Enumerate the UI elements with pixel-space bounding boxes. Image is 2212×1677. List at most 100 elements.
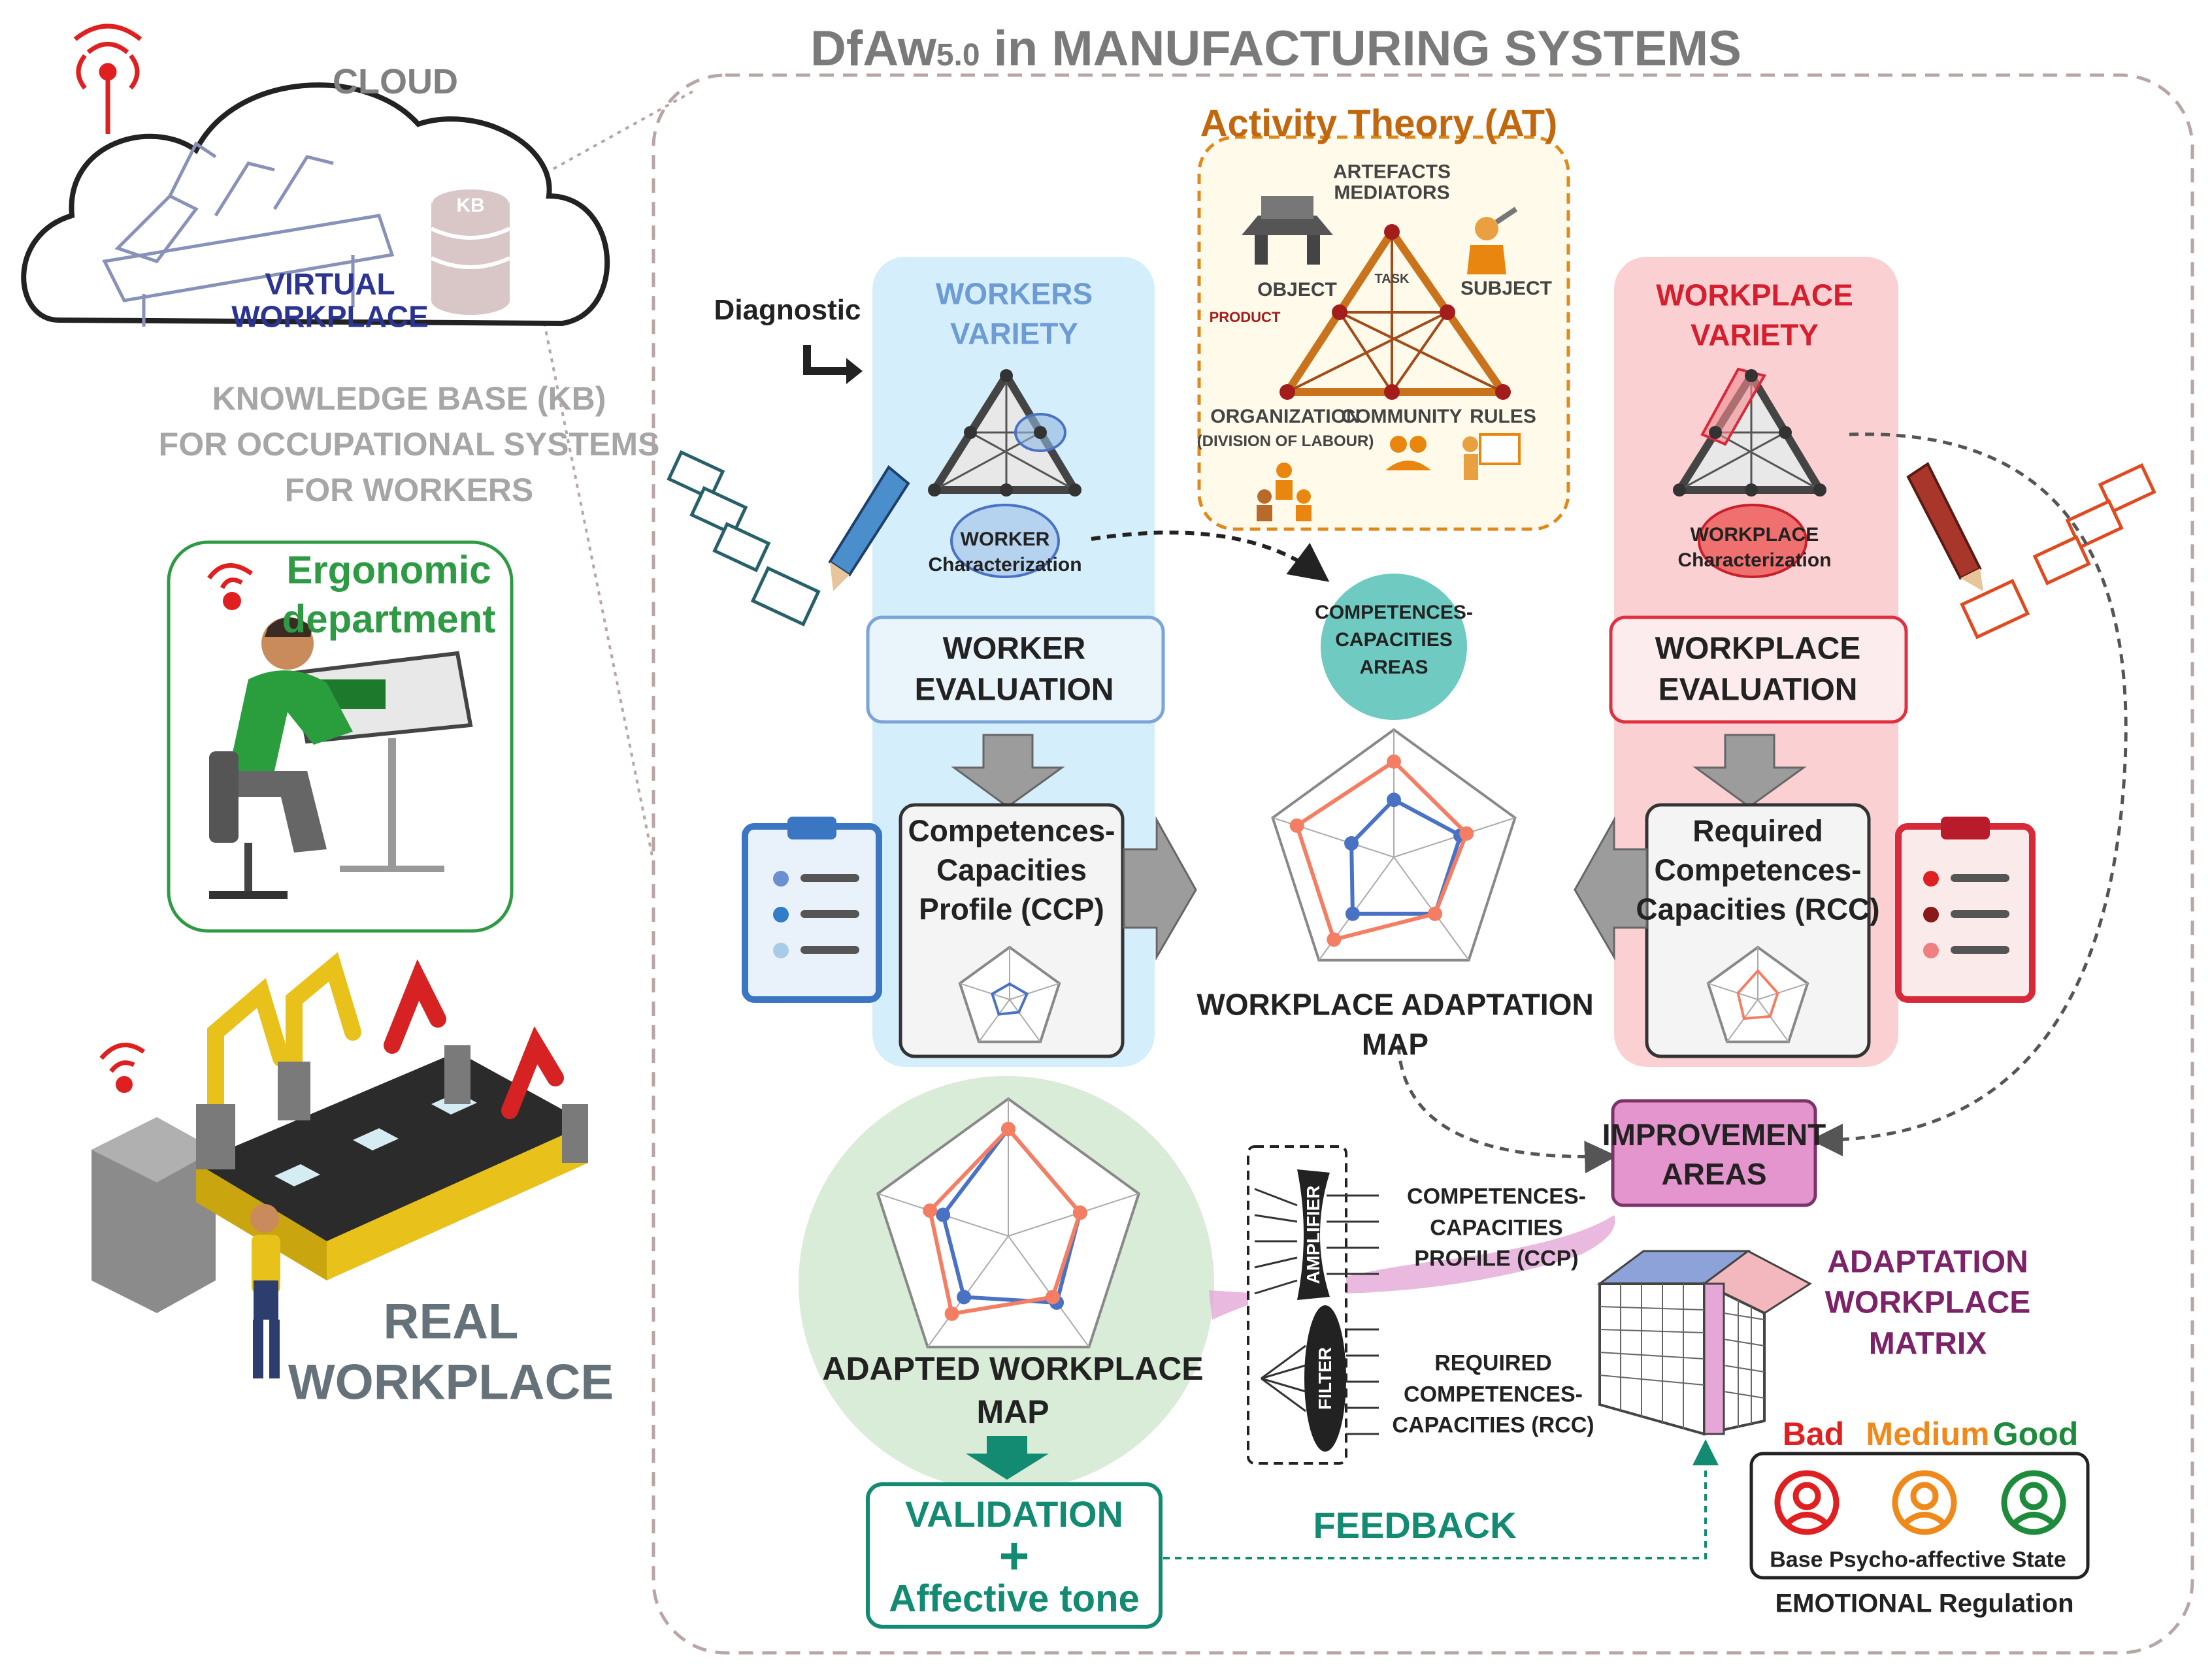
diagnostic-label: Diagnostic xyxy=(714,294,861,327)
radar-point-salmon-4 xyxy=(923,1203,938,1218)
at-task-label: TASK xyxy=(1374,272,1410,287)
radar-point-salmon-2 xyxy=(1045,1290,1060,1305)
amplifier-lines xyxy=(1254,1188,1379,1435)
ccp-label: Competences- Capacities Profile (CCP) xyxy=(908,813,1115,926)
improvement-areas-label: IMPROVEMENT AREAS xyxy=(1602,1118,1826,1191)
ccp-radar xyxy=(958,945,1061,1043)
rcc-box xyxy=(1645,803,1871,1058)
adapted-workplace-radar xyxy=(876,1097,1141,1348)
kb-database-icon xyxy=(430,187,511,315)
competences-areas-circle xyxy=(1321,574,1467,720)
at-community-label: COMMUNITY xyxy=(1341,405,1462,427)
good-emotion-icon xyxy=(2001,1470,2066,1535)
emotional-regulation-label: EMOTIONAL Regulation xyxy=(1775,1589,2074,1618)
worker-subject-icon xyxy=(1467,206,1518,274)
bad-emotion-icon xyxy=(1774,1470,1840,1535)
rules-icon xyxy=(1462,433,1521,480)
page-title: DfAw5.0 in MANUFACTURING SYSTEMS xyxy=(810,21,1742,76)
workers-variety-label: WORKERS VARIETY xyxy=(935,276,1093,350)
worker-to-competences-arrow xyxy=(1091,530,1330,582)
competences-areas-label: COMPETENCES- CAPACITIES AREAS xyxy=(1315,602,1473,678)
ccp-box xyxy=(899,803,1125,1058)
psycho-affective-state-label: Base Psycho-affective State xyxy=(1770,1547,2066,1572)
workplace-pencil-icon xyxy=(1906,462,1983,591)
workplace-evaluation-label: WORKPLACE EVALUATION xyxy=(1655,631,1861,708)
worker-evaluation-label: WORKER EVALUATION xyxy=(914,631,1114,708)
real-workplace-label: REAL WORKPLACE xyxy=(288,1294,614,1410)
activity-theory-title: Activity Theory (AT) xyxy=(1200,102,1558,145)
adapted-to-validation-arrow xyxy=(966,1436,1049,1480)
antenna-icon xyxy=(73,24,142,134)
knowledge-base-label: KNOWLEDGE BASE (KB) FOR OCCUPATIONAL SYS… xyxy=(158,380,660,508)
radar-point-salmon-0 xyxy=(1387,754,1401,769)
radar-point-blue-4 xyxy=(936,1207,951,1222)
radar-point-salmon-1 xyxy=(1072,1205,1087,1220)
validation-box xyxy=(866,1482,1163,1629)
at-division-label: (DIVISION OF LABOUR) xyxy=(1197,432,1374,451)
at-rules-label: RULES xyxy=(1470,405,1536,427)
amplifier-label: AMPLIFIER xyxy=(1302,1185,1323,1284)
radar-point-blue-3 xyxy=(1345,906,1360,921)
at-organization-label: ORGANIZATION xyxy=(1210,405,1361,427)
at-subject-label: SUBJECT xyxy=(1460,277,1553,299)
workplace-to-improvement-arrow xyxy=(1810,432,2128,1156)
rcc-to-map-arrow xyxy=(1574,816,1648,961)
radar-point-blue-0 xyxy=(1387,792,1401,807)
rcc-radar xyxy=(1706,945,1809,1043)
cloud-illustration xyxy=(21,24,610,327)
radar-point-salmon-3 xyxy=(1327,932,1342,947)
workplace-characterization-label: WORKPLACE Characterization xyxy=(1677,524,1832,571)
organization-icon xyxy=(1257,463,1312,521)
bad-label: Bad xyxy=(1782,1416,1845,1452)
workplace-evaluation-box xyxy=(1609,615,1908,724)
real-workplace-illustration xyxy=(91,952,588,1378)
radar-series-salmon xyxy=(1736,968,1779,1020)
worker-triangle xyxy=(928,369,1081,497)
worker-checklist-icon xyxy=(667,449,821,627)
rcc-label: Required Competences- Capacities (RCC) xyxy=(1636,813,1880,926)
amplifier-shape xyxy=(1297,1169,1330,1300)
workplace-down-arrow xyxy=(1692,734,1807,808)
radar-point-salmon-2 xyxy=(1428,906,1443,921)
activity-triangle xyxy=(1279,224,1511,400)
worker-clipboard-icon xyxy=(742,817,882,1003)
kb-connector-line xyxy=(541,313,655,863)
ccp-side-label: COMPETENCES- CAPACITIES PROFILE (CCP) xyxy=(1407,1184,1586,1271)
cloud-label: CLOUD xyxy=(333,61,458,101)
ergonomist-illustration xyxy=(207,563,473,899)
adaptation-map-label: WORKPLACE ADAPTATION MAP xyxy=(1197,987,1594,1061)
worker-evaluation-box xyxy=(866,615,1165,724)
radar-point-salmon-0 xyxy=(1001,1122,1015,1137)
at-artefacts-label: ARTEFACTS MEDIATORS xyxy=(1333,161,1451,204)
radar-series-blue xyxy=(1349,797,1463,916)
radar-point-salmon-4 xyxy=(1289,818,1304,833)
workplace-checklist-icon xyxy=(1960,463,2156,640)
workplace-characterization-bubble xyxy=(1698,504,1808,578)
adaptation-matrix-label: ADAPTATION WORKPLACE MATRIX xyxy=(1824,1245,2031,1361)
worker-pencil-icon xyxy=(828,464,910,591)
radar-point-blue-4 xyxy=(1344,836,1359,851)
worker-characterization-bubble xyxy=(950,504,1060,578)
workplace-variety-label: WORKPLACE VARIETY xyxy=(1656,278,1853,351)
radar-grid xyxy=(958,945,1061,1043)
diagnostic-arrow-head xyxy=(846,358,863,384)
radar-series-salmon xyxy=(1295,758,1469,942)
at-object-label: OBJECT xyxy=(1257,278,1337,301)
good-label: Good xyxy=(1992,1416,2079,1452)
affective-tone-label: Affective tone xyxy=(889,1577,1140,1620)
medium-emotion-icon xyxy=(1892,1470,1957,1535)
workplace-clipboard-icon xyxy=(1895,817,2036,1003)
worker-down-arrow xyxy=(951,734,1065,808)
virtual-workplace-label: VIRTUAL WORKPLACE xyxy=(231,267,429,333)
radar-series-salmon xyxy=(927,1126,1083,1316)
radar-series-blue xyxy=(990,982,1029,1016)
validation-plus: + xyxy=(999,1526,1030,1585)
medium-label: Medium xyxy=(1866,1416,1990,1452)
workplace-triangle xyxy=(1673,367,1826,497)
radar-point-salmon-1 xyxy=(1459,826,1474,841)
validation-label: VALIDATION xyxy=(905,1493,1123,1535)
workplace-adaptation-radar xyxy=(1271,728,1517,962)
worker-characterization-label: WORKER Characterization xyxy=(928,529,1082,576)
at-product-label: PRODUCT xyxy=(1209,309,1281,326)
